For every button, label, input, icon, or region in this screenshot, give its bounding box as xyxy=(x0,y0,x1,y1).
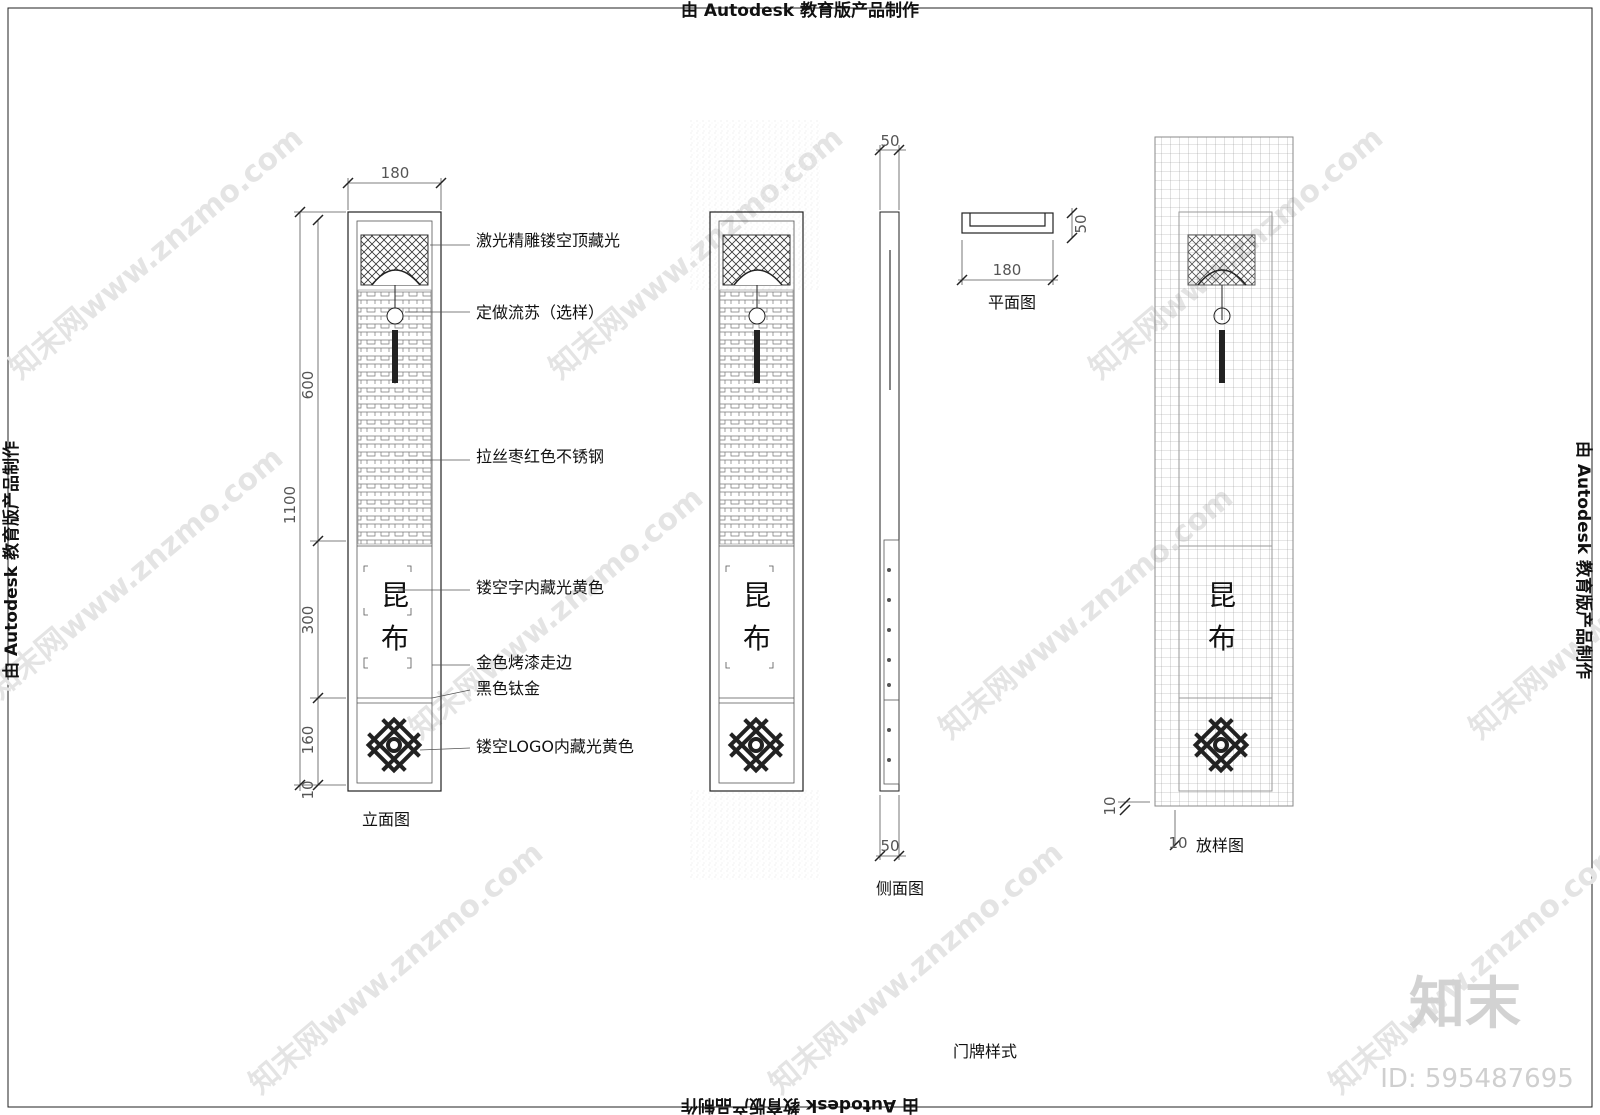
sheet-title: 门牌样式 xyxy=(953,1042,1017,1061)
callouts: 激光精雕镂空顶藏光 定做流苏（选样） 拉丝枣红色不锈钢 镂空字内藏光黄色 金色烤… xyxy=(398,231,634,756)
callout-gold-edge: 金色烤漆走边 xyxy=(476,653,572,672)
watermark-site-10: 知末网www.znzmo.com xyxy=(1323,835,1600,1101)
dim-side-depth-bottom: 50 xyxy=(880,837,899,855)
watermark-site-8: 知末网www.znzmo.com xyxy=(243,835,550,1101)
sign-char-2: 布 xyxy=(381,622,409,655)
elevation-outer-frame xyxy=(347,211,442,792)
sign-char-1: 昆 xyxy=(381,579,409,612)
id-watermark: ID: 595487695 xyxy=(1380,1064,1574,1094)
edu-stamp-left: 由 Autodesk 教育版产品制作 xyxy=(1,441,22,679)
elevation-inner-frame xyxy=(356,220,433,784)
dim-lower: 160 xyxy=(299,726,317,755)
callout-letter-light: 镂空字内藏光黄色 xyxy=(476,578,604,597)
render-sign-char-1: 昆 xyxy=(743,579,771,612)
view-label-side: 侧面图 xyxy=(876,879,924,898)
template-sign-char-1: 昆 xyxy=(1208,579,1236,612)
template-sign-char-2: 布 xyxy=(1208,622,1236,655)
edu-stamp-top: 由 Autodesk 教育版产品制作 xyxy=(681,0,919,21)
dim-middle: 300 xyxy=(299,606,317,635)
side-rivets xyxy=(887,568,891,762)
view-label-template: 放样图 xyxy=(1196,836,1244,855)
plan-body xyxy=(961,212,1054,234)
edu-stamp-right: 由 Autodesk 教育版产品制作 xyxy=(1573,441,1594,679)
dim-total-height: 1100 xyxy=(281,486,299,524)
callout-steel: 拉丝枣红色不锈钢 xyxy=(476,447,604,466)
side-body xyxy=(879,211,900,792)
view-label-plan: 平面图 xyxy=(988,293,1036,312)
callout-black-titanium: 黑色钛金 xyxy=(476,679,540,698)
template-view: 昆 布 10 10 放样图 xyxy=(1101,136,1294,855)
callout-laser-top: 激光精雕镂空顶藏光 xyxy=(476,231,620,250)
dim-side-depth-top: 50 xyxy=(880,132,899,150)
callout-logo-light: 镂空LOGO内藏光黄色 xyxy=(476,737,634,756)
watermark-site-1: 知末网www.znzmo.com xyxy=(3,120,310,386)
rendered-elevation: 昆 布 xyxy=(690,120,820,880)
view-label-elevation: 立面图 xyxy=(362,810,410,829)
watermark-site-5: 知末网www.znzmo.com xyxy=(403,480,710,746)
render-knot-logo xyxy=(717,706,795,784)
dim-upper: 600 xyxy=(299,371,317,400)
watermark-site-4: 知末网www.znzmo.com xyxy=(0,440,290,706)
plan-view: 50 180 平面图 xyxy=(956,207,1090,312)
side-view: 50 50 侧面图 xyxy=(874,132,924,898)
dim-plan-depth: 50 xyxy=(1072,214,1090,233)
fretwork-panel xyxy=(357,289,432,545)
top-arch xyxy=(371,269,421,286)
callout-tassel: 定做流苏（选样） xyxy=(476,303,604,322)
brand-watermark: 知末 xyxy=(1409,972,1521,1037)
dim-template-b: 10 xyxy=(1168,834,1187,852)
tassel-ring xyxy=(386,307,404,325)
dim-base: 10 xyxy=(299,780,317,799)
dim-plan-width: 180 xyxy=(993,261,1022,279)
sheet-border xyxy=(7,7,1593,1108)
dim-template-a: 10 xyxy=(1101,796,1119,815)
tassel xyxy=(392,330,398,383)
edu-stamp-bottom: 由 Autodesk 教育版产品制作 xyxy=(681,1095,919,1115)
dim-width: 180 xyxy=(381,164,410,182)
render-sign-char-2: 布 xyxy=(743,622,771,655)
render-outer-frame xyxy=(709,211,804,792)
elevation-view: 昆 布 180 1100 600 300 160 10 立面图 xyxy=(281,164,447,829)
